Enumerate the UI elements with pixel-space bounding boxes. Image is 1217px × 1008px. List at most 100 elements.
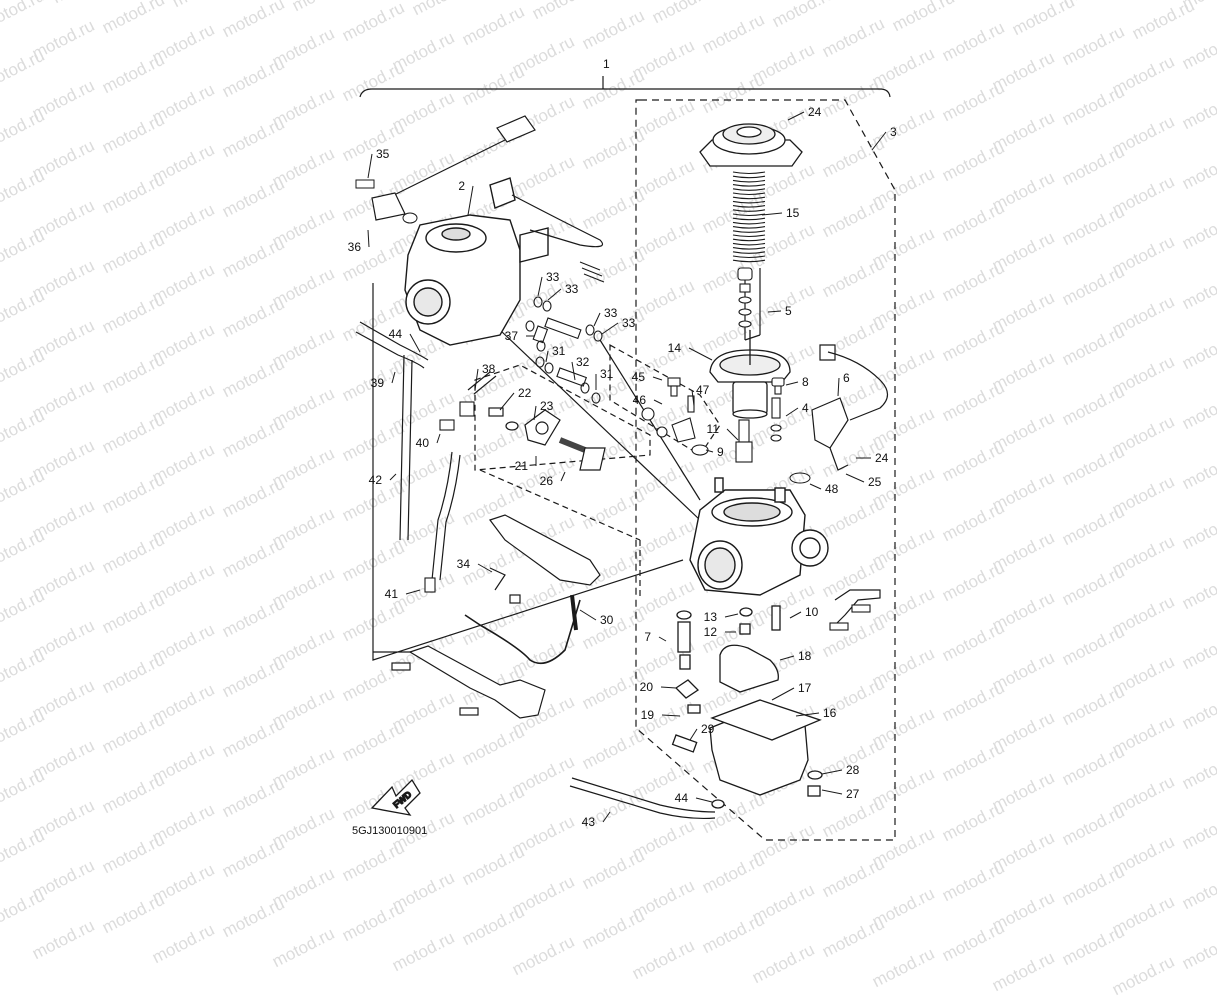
watermark-text: motod.ru (29, 915, 98, 964)
callout-leader (389, 473, 397, 481)
callout-number: 24 (875, 451, 889, 465)
throttle-bracket (834, 589, 881, 626)
callout-leader (533, 405, 537, 421)
callout-number: 37 (505, 329, 519, 343)
callout-number: 9 (717, 445, 724, 459)
float-bowl (671, 605, 823, 809)
carburetor-exploded-diagram: FWD 123456789101112131415161718192021222… (348, 57, 897, 841)
callout-leader (409, 333, 421, 353)
callout-leader (705, 449, 714, 453)
callout-leader (821, 789, 843, 795)
spring-left (579, 261, 605, 283)
carb-bracket (489, 514, 601, 604)
assembly-bracket (359, 88, 891, 98)
callout-leader (767, 310, 782, 313)
callout-leader (560, 471, 566, 482)
callout-leader (537, 276, 543, 297)
needle-jet-11 (735, 419, 753, 463)
o-rings (525, 296, 603, 404)
watermark-text: motod.ru (629, 935, 698, 984)
callout-leader (367, 153, 373, 179)
watermark-text: motod.ru (749, 939, 818, 988)
watermark-text: motod.ru (509, 931, 578, 980)
callout-number: 33 (604, 306, 618, 320)
callout-number: 43 (582, 815, 596, 829)
callout-number: 25 (868, 475, 882, 489)
callout-number: 31 (552, 344, 566, 358)
callout-number: 33 (565, 282, 579, 296)
pilot-screw-group (488, 407, 606, 471)
callout-leader (602, 811, 611, 823)
fwd-arrow-icon: FWD (370, 778, 421, 816)
callout-number: 20 (640, 680, 654, 694)
callout-number: 39 (371, 376, 385, 390)
lower-bracket (391, 645, 546, 719)
callout-number: 34 (457, 557, 471, 571)
jet-needle-set (737, 267, 753, 328)
callout-number: 21 (515, 459, 529, 473)
assembly-dashed-boundary (635, 99, 896, 841)
choke-cable (511, 194, 604, 248)
bracket-screws (829, 604, 871, 631)
callout-number: 11 (707, 422, 720, 436)
callout-number: 10 (805, 605, 819, 619)
callout-number: 6 (843, 371, 850, 385)
callout-leader (821, 769, 843, 775)
callout-number: 12 (704, 625, 718, 639)
callout-number: 40 (416, 436, 430, 450)
callout-number: 26 (540, 474, 554, 488)
callout-number: 14 (668, 341, 682, 355)
callout-number: 17 (798, 681, 812, 695)
callout-leader (688, 347, 713, 361)
watermark-text: motod.ru (269, 923, 338, 972)
watermark-text: motod.ru (819, 913, 888, 962)
callout-number: 28 (846, 763, 860, 777)
callout-number: 41 (385, 587, 399, 601)
carburetor-left (404, 177, 549, 346)
watermark-text: motod.ru (989, 947, 1058, 996)
callout-number: 1 (603, 57, 610, 71)
callout-leader (787, 111, 805, 121)
callout-leader (660, 686, 677, 689)
callout-leader (571, 361, 576, 381)
callout-number: 44 (389, 327, 403, 341)
watermark-text: motod.ru (1179, 925, 1217, 974)
mid-parts (641, 377, 709, 456)
parts-4 (770, 397, 782, 442)
callout-leader (474, 368, 479, 391)
watermark-text: motod.ru (699, 909, 768, 958)
callout-leader (785, 407, 799, 417)
callout-number: 33 (622, 316, 636, 330)
callout-leader (405, 589, 421, 595)
callout-leader (391, 371, 396, 384)
diaphragm-cover (699, 123, 803, 167)
diagram-code: 5GJ130010901 (352, 825, 428, 837)
callout-number: 5 (785, 304, 792, 318)
callout-number: 30 (600, 613, 614, 627)
watermark-text: motod.ru (1109, 951, 1178, 1000)
watermark-text: motod.ru (579, 905, 648, 954)
callout-leader (579, 609, 597, 621)
callout-number: 2 (458, 179, 465, 193)
watermark-text: motod.ru (869, 943, 938, 992)
callout-leader (695, 797, 713, 803)
screw-35 (355, 179, 375, 189)
hose-ends (424, 401, 475, 593)
callout-number: 19 (641, 708, 655, 722)
gasket-48 (789, 472, 811, 484)
callout-leader (467, 185, 474, 216)
washer-36 (402, 212, 418, 224)
callout-leader (689, 728, 698, 741)
callout-leader (545, 350, 549, 363)
callout-leader (779, 655, 795, 661)
callout-layer: 1234567891011121314151617181920212223242… (348, 57, 897, 829)
callout-leader (499, 392, 515, 411)
callout-leader (436, 433, 441, 444)
callout-number: 8 (802, 375, 809, 389)
callout-number: 35 (376, 147, 390, 161)
throttle-sensor-6 (811, 344, 889, 471)
watermark-text: motod.ru (939, 917, 1008, 966)
callout-leader (789, 611, 802, 619)
callout-number: 7 (644, 630, 651, 644)
callout-number: 46 (633, 393, 647, 407)
